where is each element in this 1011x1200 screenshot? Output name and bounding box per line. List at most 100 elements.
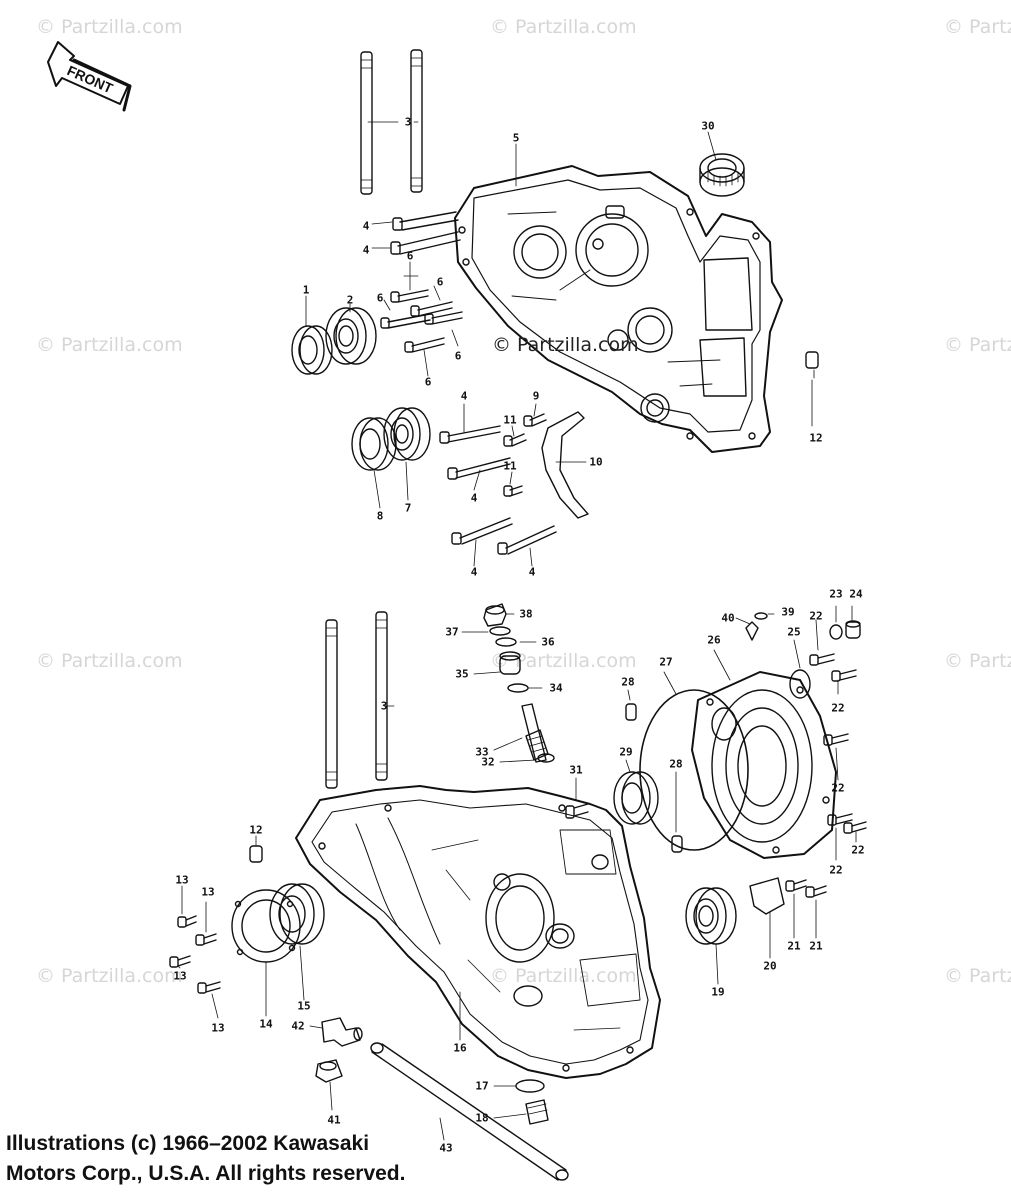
callout-34: 34 — [549, 681, 563, 695]
screw-11-lower — [503, 485, 523, 497]
callout-36: 36 — [541, 635, 555, 649]
callout-12: 12 — [809, 431, 823, 445]
watermark: © Partzilla.com — [944, 650, 1011, 672]
callout-6: 6 — [436, 275, 444, 289]
seal-29 — [613, 771, 659, 825]
callout-26: 26 — [707, 633, 721, 647]
bearing-8 — [351, 417, 397, 471]
callout-27: 27 — [659, 655, 673, 669]
callout-11: 11 — [503, 459, 517, 473]
callout-30: 30 — [701, 119, 715, 133]
elbow-fitting-42 — [321, 1017, 363, 1047]
crankcase-lower — [295, 785, 661, 1079]
leader-lines — [177, 121, 857, 1141]
callout-22: 22 — [831, 701, 845, 715]
copyright-line-2: Motors Corp., U.S.A. All rights reserved… — [6, 1162, 406, 1185]
callout-4: 4 — [362, 243, 370, 257]
callout-21: 21 — [787, 939, 801, 953]
callout-15: 15 — [297, 999, 311, 1013]
callout-4: 4 — [460, 389, 468, 403]
o-ring-36 — [495, 637, 517, 647]
callout-22: 22 — [829, 863, 843, 877]
callout-6: 6 — [406, 249, 414, 263]
callout-21: 21 — [809, 939, 823, 953]
callout-37: 37 — [445, 625, 459, 639]
callout-42: 42 — [291, 1019, 305, 1033]
cap-24 — [845, 620, 861, 639]
callout-39: 39 — [781, 605, 795, 619]
watermark: © Partzilla.com — [36, 650, 183, 672]
callout-31: 31 — [569, 763, 583, 777]
callout-40: 40 — [721, 611, 735, 625]
screw-9 — [523, 413, 547, 427]
spring-39 — [754, 612, 768, 620]
stud-3-upper — [360, 49, 423, 195]
callout-28: 28 — [669, 757, 683, 771]
screw-11-upper — [503, 433, 527, 447]
callout-6: 6 — [376, 291, 384, 305]
callout-12: 12 — [249, 823, 263, 837]
plate-20 — [749, 877, 785, 915]
callout-20: 20 — [763, 959, 777, 973]
callout-4: 4 — [470, 491, 478, 505]
callout-8: 8 — [376, 509, 384, 523]
stud-3-lower — [325, 611, 388, 789]
front-arrow-icon: FRONT — [47, 41, 132, 112]
callout-7: 7 — [404, 501, 412, 515]
callout-28: 28 — [621, 675, 635, 689]
breather-tube-43 — [370, 1042, 569, 1181]
watermark: © Partzilla.com — [36, 334, 183, 356]
grommet-41 — [315, 1059, 343, 1083]
oil-seal-1 — [291, 325, 333, 375]
gear-shaft-33 — [521, 703, 549, 763]
washer-32 — [537, 753, 555, 763]
copyright-line-1: Illustrations (c) 1966–2002 Kawasaki — [6, 1132, 370, 1155]
callout-25: 25 — [787, 625, 801, 639]
callout-29: 29 — [619, 745, 633, 759]
callout-33: 33 — [475, 745, 489, 759]
callout-6: 6 — [424, 375, 432, 389]
bolt-6-group — [380, 289, 463, 353]
bolt-22-group — [809, 653, 867, 834]
bushing-35 — [499, 651, 521, 675]
gasket-17 — [515, 1079, 545, 1093]
callout-4: 4 — [362, 219, 370, 233]
ball-bearing-2 — [325, 307, 377, 365]
pin-40 — [745, 621, 759, 641]
bearing-housing-26 — [691, 671, 837, 859]
dowel-28-lower — [671, 835, 683, 853]
callout-41: 41 — [327, 1113, 341, 1127]
screw-21-group — [785, 879, 827, 898]
callout-22: 22 — [851, 843, 865, 857]
o-ring-25 — [789, 669, 811, 699]
screw-13-group — [169, 915, 221, 994]
watermark: © Partzilla.com — [490, 965, 637, 987]
washer-23 — [829, 624, 843, 640]
watermark: © Partzilla.com — [490, 16, 637, 38]
callout-19: 19 — [711, 985, 725, 999]
screw-31 — [565, 803, 589, 819]
callout-11: 11 — [503, 413, 517, 427]
callout-3: 3 — [380, 699, 388, 713]
callout-13: 13 — [173, 969, 187, 983]
callout-43: 43 — [439, 1141, 453, 1155]
watermark: © Partzilla.com — [36, 965, 183, 987]
watermark-center: © Partzilla.com — [492, 334, 639, 356]
callout-9: 9 — [532, 389, 540, 403]
callout-6: 6 — [454, 349, 462, 363]
bolt-4-upper — [390, 211, 461, 255]
callout-17: 17 — [475, 1079, 489, 1093]
callout-22: 22 — [831, 781, 845, 795]
callout-13: 13 — [175, 873, 189, 887]
callout-32: 32 — [481, 755, 495, 769]
callout-14: 14 — [259, 1017, 273, 1031]
plate-10 — [541, 411, 589, 519]
watermark: © Partzilla.com — [944, 965, 1011, 987]
watermark: © Partzilla.com — [490, 650, 637, 672]
crankcase-upper — [454, 165, 783, 453]
callout-1: 1 — [302, 283, 310, 297]
drain-plug-18 — [525, 1099, 549, 1125]
callout-10: 10 — [589, 455, 603, 469]
